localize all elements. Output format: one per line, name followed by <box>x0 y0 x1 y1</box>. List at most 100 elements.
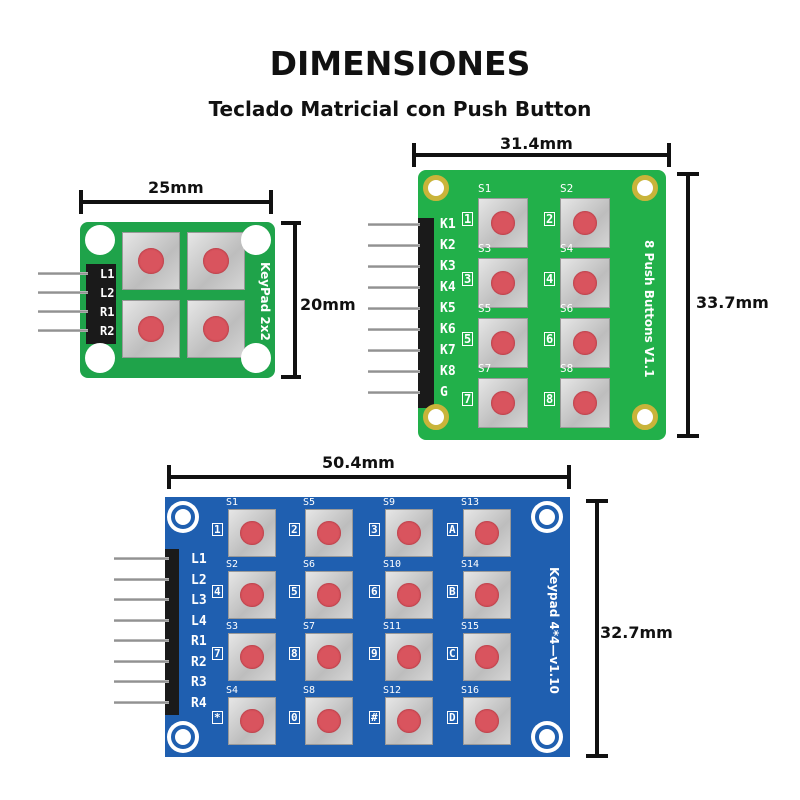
mounting-hole <box>171 505 195 529</box>
height-label: 33.7mm <box>696 293 769 312</box>
board-text: Keypad 4*4—v1.10 <box>547 567 561 694</box>
button-cap <box>573 271 597 295</box>
header-pin <box>114 618 169 622</box>
push-button[interactable] <box>305 571 353 619</box>
push-button[interactable] <box>385 509 433 557</box>
height-label: 20mm <box>300 295 356 314</box>
pin-label: R3 <box>191 675 207 690</box>
mounting-hole <box>632 175 658 201</box>
switch-label: S13 <box>461 497 480 508</box>
button-cap <box>573 331 597 355</box>
push-button[interactable] <box>463 697 511 745</box>
push-button[interactable] <box>305 509 353 557</box>
push-button[interactable] <box>463 509 511 557</box>
key-label: 6 <box>544 332 556 346</box>
switch-label: S7 <box>478 362 492 375</box>
width-label: 25mm <box>148 178 204 197</box>
height-dimension-line <box>293 222 297 378</box>
header-pin <box>114 577 169 581</box>
pin-label: K4 <box>440 280 456 295</box>
switch-label: S5 <box>303 497 316 508</box>
key-label: 3 <box>369 523 380 536</box>
button-cap <box>475 521 499 545</box>
key-label: 6 <box>369 585 380 598</box>
switch-label: S4 <box>560 242 574 255</box>
push-button[interactable] <box>187 300 245 358</box>
key-label: 1 <box>212 523 223 536</box>
switch-label: S8 <box>560 362 574 375</box>
key-label: 2 <box>544 212 556 226</box>
pin-label: K3 <box>440 259 456 274</box>
page-title: DIMENSIONES <box>269 44 531 83</box>
button-cap <box>240 645 264 669</box>
header-pin <box>38 310 88 313</box>
dimension-tick <box>412 143 416 167</box>
header-pin <box>114 659 169 663</box>
page-subtitle: Teclado Matricial con Push Button <box>208 97 592 121</box>
push-button[interactable] <box>228 633 276 681</box>
push-button[interactable] <box>385 633 433 681</box>
pin-label: G <box>440 385 448 400</box>
switch-label: S15 <box>461 621 480 632</box>
button-cap <box>138 248 164 274</box>
push-button[interactable] <box>478 318 528 368</box>
pin-label: L3 <box>191 593 207 608</box>
switch-label: S14 <box>461 559 480 570</box>
push-button[interactable] <box>122 300 180 358</box>
pin-label: L2 <box>191 572 207 588</box>
push-button[interactable] <box>187 232 245 290</box>
key-label: 2 <box>289 523 300 536</box>
dimension-tick <box>586 754 608 758</box>
button-cap <box>317 521 341 545</box>
width-dimension-line <box>168 475 570 479</box>
pin-label: K6 <box>440 322 456 337</box>
mounting-hole <box>171 725 195 749</box>
push-button[interactable] <box>305 633 353 681</box>
switch-label: S5 <box>478 302 492 315</box>
push-button[interactable] <box>385 571 433 619</box>
button-cap <box>475 583 499 607</box>
push-button[interactable] <box>560 318 610 368</box>
push-button[interactable] <box>463 633 511 681</box>
switch-label: S6 <box>560 302 574 315</box>
pin-label: L1 <box>191 552 207 567</box>
mounting-hole <box>423 404 449 430</box>
pin-label: K2 <box>440 238 456 253</box>
dimension-tick <box>281 221 301 225</box>
push-button[interactable] <box>385 697 433 745</box>
push-button[interactable] <box>560 258 610 308</box>
pin-label: R2 <box>100 324 115 338</box>
dimension-tick <box>79 190 83 214</box>
push-button[interactable] <box>478 198 528 248</box>
push-button[interactable] <box>560 378 610 428</box>
header-pin <box>368 265 420 268</box>
push-button[interactable] <box>463 571 511 619</box>
header-pin <box>38 291 88 294</box>
pin-label: R1 <box>191 634 207 649</box>
push-button[interactable] <box>478 258 528 308</box>
header-pin <box>114 700 169 704</box>
switch-label: S2 <box>226 559 239 570</box>
button-cap <box>491 391 515 415</box>
height-dimension-line <box>686 173 690 437</box>
button-cap <box>240 521 264 545</box>
switch-label: S11 <box>383 621 402 632</box>
key-label: 4 <box>544 272 556 286</box>
header-pin <box>114 557 169 560</box>
push-button[interactable] <box>305 697 353 745</box>
board-text: 8 Push Buttons V1.1 <box>642 240 656 378</box>
mounting-hole <box>85 343 115 373</box>
push-button[interactable] <box>560 198 610 248</box>
push-button[interactable] <box>228 571 276 619</box>
push-button[interactable] <box>228 509 276 557</box>
pin-label: R2 <box>191 654 207 670</box>
push-button[interactable] <box>228 697 276 745</box>
key-label: 0 <box>289 711 300 724</box>
dimension-tick <box>667 143 671 167</box>
pin-label: L1 <box>100 267 115 281</box>
push-button[interactable] <box>478 378 528 428</box>
switch-label: S2 <box>560 182 574 195</box>
push-button[interactable] <box>122 232 180 290</box>
key-label: D <box>447 711 458 724</box>
switch-label: S6 <box>303 559 316 570</box>
